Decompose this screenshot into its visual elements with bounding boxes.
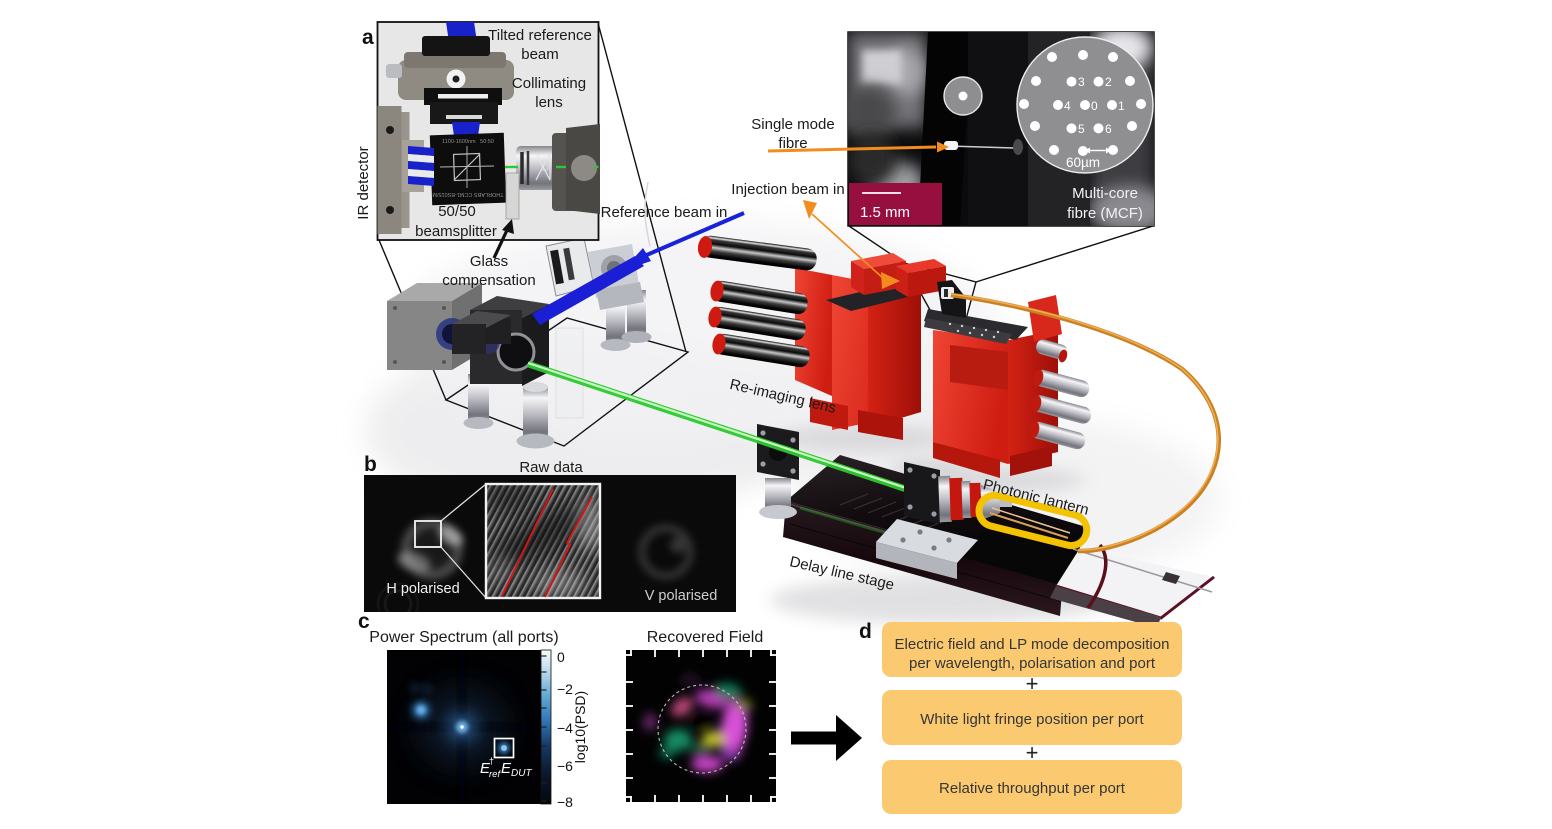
svg-text:6: 6 bbox=[1105, 122, 1112, 136]
svg-text:−2: −2 bbox=[557, 681, 573, 697]
svg-text:−4: −4 bbox=[557, 720, 573, 736]
svg-text:Tilted reference: Tilted reference bbox=[488, 27, 592, 44]
svg-text:d: d bbox=[859, 620, 872, 643]
svg-text:fibre (MCF): fibre (MCF) bbox=[1067, 205, 1143, 222]
svg-text:c: c bbox=[358, 610, 370, 633]
svg-text:compensation: compensation bbox=[442, 272, 535, 289]
svg-text:3: 3 bbox=[1078, 75, 1085, 89]
svg-text:Relative throughput per port: Relative throughput per port bbox=[939, 780, 1126, 797]
svg-text:60µm: 60µm bbox=[1066, 155, 1100, 170]
svg-text:−8: −8 bbox=[557, 794, 573, 810]
svg-text:2: 2 bbox=[1105, 75, 1112, 89]
svg-text:fibre: fibre bbox=[778, 135, 807, 152]
svg-text:5: 5 bbox=[1078, 122, 1085, 136]
svg-text:E: E bbox=[501, 760, 512, 777]
svg-text:Single mode: Single mode bbox=[751, 116, 834, 133]
svg-text:DUT: DUT bbox=[511, 768, 532, 779]
svg-text:Collimating: Collimating bbox=[512, 75, 586, 92]
svg-text:Multi-core: Multi-core bbox=[1072, 185, 1138, 202]
svg-text:per wavelength, polarisation a: per wavelength, polarisation and port bbox=[909, 655, 1156, 672]
svg-text:beam: beam bbox=[521, 46, 559, 63]
svg-text:50/50: 50/50 bbox=[438, 203, 476, 220]
svg-text:b: b bbox=[364, 453, 377, 476]
svg-text:V polarised: V polarised bbox=[645, 588, 718, 604]
svg-text:Electric field and LP mode dec: Electric field and LP mode decomposition bbox=[895, 636, 1170, 653]
svg-text:beamsplitter: beamsplitter bbox=[415, 223, 497, 240]
svg-text:IR detector: IR detector bbox=[355, 146, 372, 219]
svg-text:0: 0 bbox=[557, 649, 565, 665]
svg-text:†: † bbox=[489, 756, 494, 766]
svg-text:Injection beam in: Injection beam in bbox=[731, 181, 844, 198]
svg-text:Glass: Glass bbox=[470, 253, 508, 270]
svg-text:White light fringe position pe: White light fringe position per port bbox=[920, 711, 1144, 728]
svg-text:E: E bbox=[480, 760, 491, 777]
svg-text:1: 1 bbox=[1118, 99, 1125, 113]
svg-text:Raw data: Raw data bbox=[519, 459, 583, 476]
svg-text:a: a bbox=[362, 26, 374, 49]
svg-text:+: + bbox=[1026, 671, 1039, 696]
svg-text:H polarised: H polarised bbox=[386, 581, 459, 597]
svg-text:4: 4 bbox=[1064, 99, 1071, 113]
svg-text:+: + bbox=[1026, 740, 1039, 765]
svg-text:log10(PSD): log10(PSD) bbox=[572, 691, 588, 763]
svg-text:1100-1600nm 50:50: 1100-1600nm 50:50 bbox=[442, 139, 494, 145]
svg-text:1.5 mm: 1.5 mm bbox=[860, 204, 910, 221]
svg-text:−6: −6 bbox=[557, 758, 573, 774]
svg-text:0: 0 bbox=[1091, 99, 1098, 113]
svg-text:Reference beam in: Reference beam in bbox=[601, 204, 728, 221]
svg-text:THORLABS CCM1-BS015/M: THORLABS CCM1-BS015/M bbox=[432, 191, 504, 197]
svg-text:Recovered Field: Recovered Field bbox=[647, 629, 764, 646]
svg-text:lens: lens bbox=[535, 94, 563, 111]
svg-text:ref: ref bbox=[489, 769, 501, 780]
svg-text:Power Spectrum (all ports): Power Spectrum (all ports) bbox=[369, 629, 558, 646]
